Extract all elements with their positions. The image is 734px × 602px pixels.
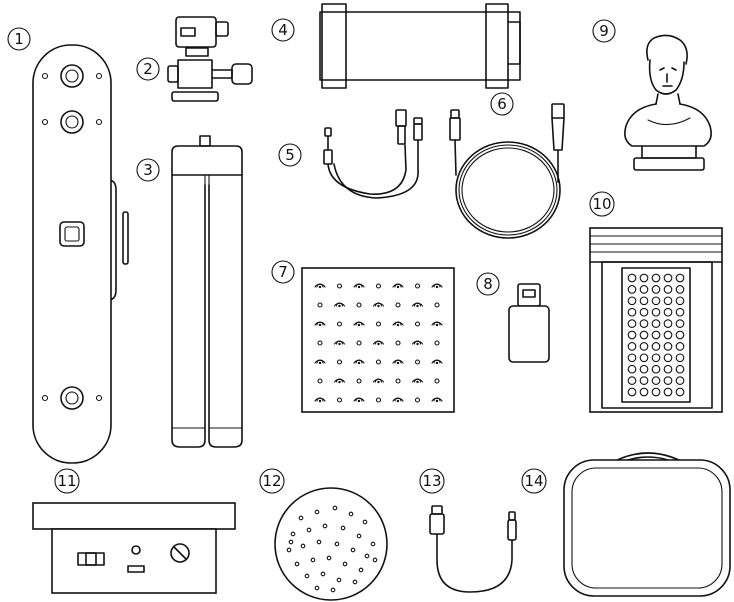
dot-disc-icon	[275, 488, 387, 600]
svg-text:14: 14	[524, 472, 543, 490]
callout-3: 3	[137, 159, 159, 181]
callout-5: 5	[279, 144, 301, 166]
callout-11: 11	[55, 469, 79, 493]
usb-adapter-icon	[509, 284, 549, 362]
svg-text:3: 3	[143, 161, 153, 179]
svg-text:8: 8	[483, 275, 493, 293]
svg-text:2: 2	[143, 60, 153, 78]
callout-6: 6	[491, 93, 513, 115]
callout-4: 4	[272, 19, 294, 41]
svg-text:7: 7	[278, 263, 288, 281]
svg-text:5: 5	[285, 146, 295, 164]
callout-1: 1	[8, 28, 30, 50]
svg-text:11: 11	[57, 472, 76, 490]
bust-icon	[625, 35, 711, 170]
scanner-icon	[33, 45, 128, 463]
callout-7: 7	[272, 261, 294, 283]
usb-cable-icon	[430, 506, 516, 592]
coiled-cable-icon	[450, 104, 564, 238]
svg-text:1: 1	[14, 30, 24, 48]
callout-8: 8	[477, 273, 499, 295]
turntable-icon	[33, 503, 235, 593]
mount-adapter-icon	[168, 17, 252, 101]
svg-text:6: 6	[497, 95, 507, 113]
svg-text:13: 13	[422, 472, 441, 490]
tripod-icon	[172, 136, 242, 447]
svg-text:4: 4	[278, 21, 288, 39]
svg-text:12: 12	[262, 472, 281, 490]
marker-board-icon	[302, 268, 454, 412]
y-cable-icon	[324, 110, 422, 198]
callout-12: 12	[260, 469, 284, 493]
phone-holder-icon	[320, 4, 520, 88]
callout-13: 13	[420, 469, 444, 493]
callout-9: 9	[593, 20, 615, 42]
callout-10: 10	[590, 192, 614, 216]
marker-pack-icon	[590, 228, 722, 412]
svg-text:9: 9	[599, 22, 609, 40]
case-icon	[564, 453, 730, 596]
callout-2: 2	[137, 58, 159, 80]
svg-text:10: 10	[592, 195, 611, 213]
callout-14: 14	[522, 469, 546, 493]
